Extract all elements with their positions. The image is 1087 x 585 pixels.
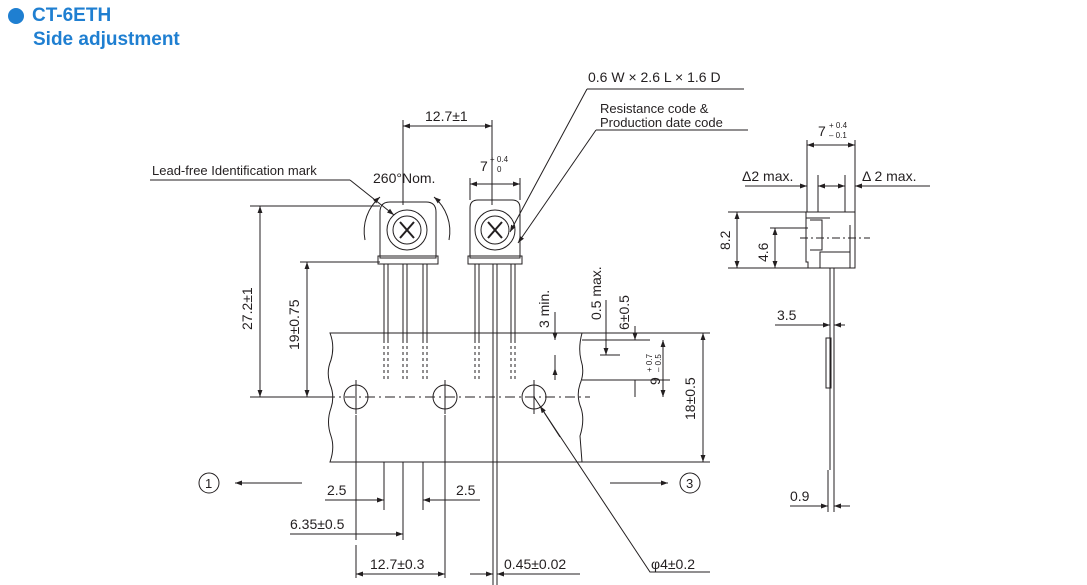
marker-three: 3	[686, 476, 693, 491]
tol-plus: + 0.4	[490, 155, 509, 164]
label-rotation: 260°Nom.	[373, 170, 435, 186]
dim-phi: φ4±0.2	[651, 556, 695, 572]
dim-width-seven: 7	[480, 158, 488, 174]
dim-height-total: 27.2±1	[239, 287, 255, 330]
dim-05max: 0.5 max.	[588, 266, 604, 320]
label-resistance-code: Resistance code &	[600, 101, 709, 116]
dim-six: 6±0.5	[616, 295, 632, 330]
dim-side-46: 4.6	[755, 242, 771, 262]
header: CT-6ETH Side adjustment	[8, 4, 180, 52]
dim-pitch-top: 12.7±1	[425, 108, 468, 124]
product-title: CT-6ETH	[32, 5, 112, 26]
bullet-icon	[8, 8, 24, 24]
label-lead-free: Lead-free Identification mark	[152, 163, 317, 178]
trimmer-body-side	[469, 199, 521, 259]
dim-635: 6.35±0.5	[290, 516, 345, 532]
side-tol-plus: + 0.4	[829, 121, 848, 130]
dim-height-lead: 19±0.75	[286, 299, 302, 350]
dim-delta-right: Δ 2 max.	[862, 168, 916, 184]
label-package-dims: 0.6 W × 2.6 L × 1.6 D	[588, 69, 721, 85]
dim-side-35: 3.5	[777, 307, 797, 323]
dim-side-82: 8.2	[717, 230, 733, 250]
tol-zero: 0	[497, 165, 502, 174]
dim-side-09: 0.9	[790, 488, 810, 504]
label-production-date: Production date code	[600, 115, 723, 130]
dim-045: 0.45±0.02	[504, 556, 566, 572]
dim-delta-left: Δ2 max.	[742, 168, 793, 184]
dim-25-left: 2.5	[327, 482, 347, 498]
trimmer-base	[377, 255, 439, 265]
dim-nine: 9	[647, 377, 663, 385]
dim-3min: 3 min.	[536, 290, 552, 328]
side-tol-minus: – 0.1	[829, 131, 847, 140]
marker-one: 1	[205, 476, 212, 491]
rotor	[386, 209, 428, 251]
dim-127: 12.7±0.3	[370, 556, 425, 572]
trimmer-body-front	[379, 201, 437, 259]
tol-plus-07: + 0.7	[645, 353, 654, 372]
side-width-seven: 7	[818, 123, 826, 139]
carrier-tape	[327, 332, 584, 463]
product-subtitle: Side adjustment	[33, 29, 180, 50]
tol-minus-05: – 0.5	[654, 354, 663, 372]
dim-eighteen: 18±0.5	[682, 377, 698, 420]
dim-25-right: 2.5	[456, 482, 476, 498]
